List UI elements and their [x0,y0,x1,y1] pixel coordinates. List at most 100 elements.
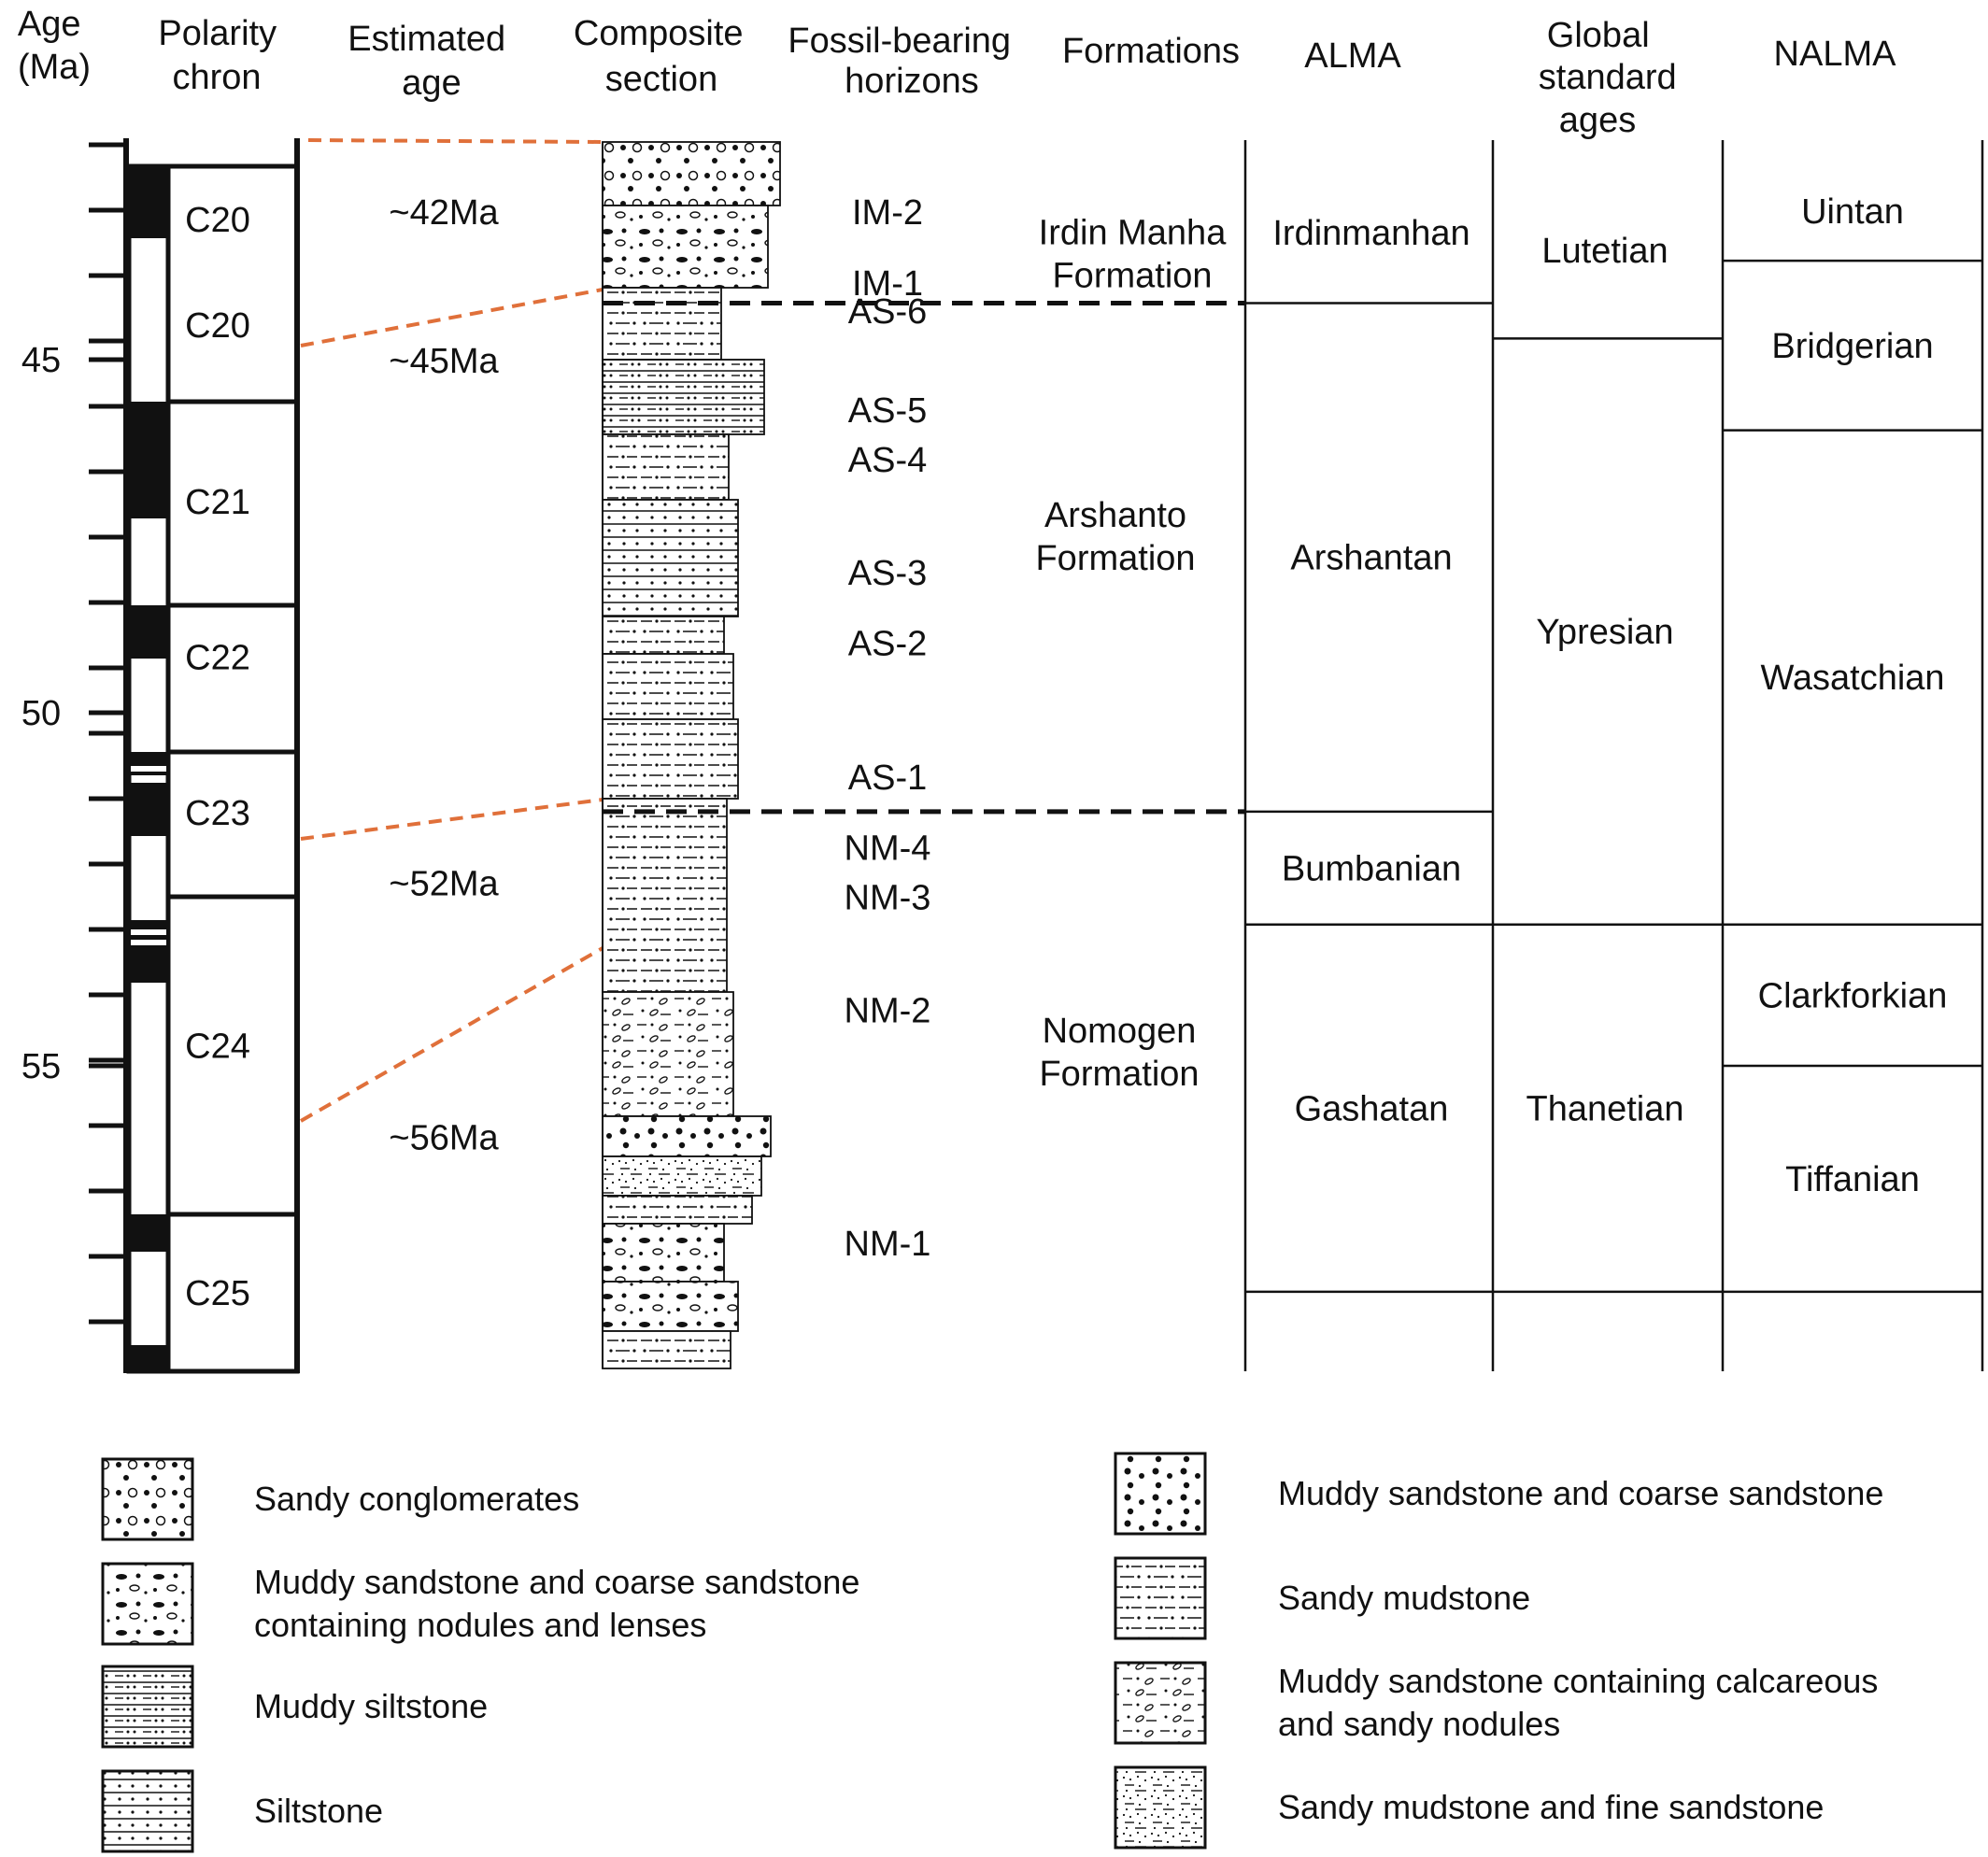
section-bed [602,1195,753,1225]
section-bed [602,287,722,361]
header-composite-section: Composite section [574,14,753,99]
header-line: ALMA [1304,36,1401,76]
reversal-gap [131,766,166,772]
correlation-line [307,138,604,144]
header-polarity-chron: Polarity chron [158,14,286,97]
nalma-label: Clarkforkian [1758,976,1948,1015]
header-line: Age [18,5,81,44]
formations-column: Irdin ManhaFormationArshantoFormationNom… [1035,214,1227,1094]
fossil-horizon-label: AS-3 [848,554,927,593]
correlation-line [300,798,604,841]
section-bed [602,991,734,1117]
legend-label: Muddy sandstone and coarse sandstone [254,1563,859,1601]
correlation-line [300,946,604,1123]
column-headers: Age (Ma) Polarity chron Estimated age Co… [18,5,1896,140]
formation-label: Formation [1039,1055,1199,1094]
normal-polarity-interval [131,166,166,238]
header-line: section [605,60,717,99]
fossil-horizon-label: AS-6 [848,292,927,332]
section-bed [602,1223,725,1283]
header-fossil-horizons: Fossil-bearing horizons [788,21,1020,101]
estimated-age-label: ~42Ma [389,193,499,233]
nalma-label: Uintan [1801,192,1904,232]
section-bed [602,1155,762,1197]
nalma-label: Tiffanian [1785,1160,1920,1199]
correlation-line [300,288,604,347]
chron-label: C21 [185,483,250,522]
fossil-horizon-label: NM-2 [845,992,931,1031]
section-bed [602,499,739,617]
chron-label: C20 [185,306,250,346]
legend-swatch [101,1769,194,1853]
age-tick-label: 55 [21,1047,61,1086]
nalma-label: Bridgerian [1771,327,1933,366]
legend-label: Muddy sandstone and coarse sandstone [1278,1474,1883,1512]
legend-swatch [101,1562,194,1646]
composite-section-column [602,141,781,1369]
alma-label: Gashatan [1295,1089,1449,1128]
alma-label: Bumbanian [1282,849,1461,888]
estimated-age-label: ~56Ma [389,1119,499,1158]
legend-swatch [101,1665,194,1749]
normal-polarity-interval [131,402,166,518]
reversal-gap [131,940,166,945]
normal-polarity-interval [131,605,166,659]
alma-label: Arshantan [1290,539,1452,578]
age-tick-label: 45 [21,341,61,380]
normal-polarity-interval [131,1214,166,1252]
alma-label: Irdinmanhan [1272,214,1470,253]
normal-polarity-interval [131,783,166,836]
section-bed [602,653,734,720]
chron-label: C25 [185,1274,250,1313]
global_ages-label: Lutetian [1541,232,1668,271]
header-global-standard-ages: Global standard ages [1539,16,1686,140]
global_ages-label: Thanetian [1526,1089,1683,1128]
section-bed [602,1330,731,1369]
section-bed [602,616,725,655]
legend-swatch [1114,1452,1207,1536]
header-line: Polarity [158,14,277,53]
header-line: (Ma) [18,48,91,87]
legend-label: containing nodules and lenses [254,1606,706,1644]
formation-label: Nomogen [1043,1012,1197,1051]
legend-label: Muddy siltstone [254,1687,488,1725]
chron-label: C22 [185,639,250,678]
polarity-frame [165,163,300,1374]
section-bed [602,718,739,800]
header-line: horizons [845,62,979,101]
chron-label: C20 [185,201,250,240]
chron-label: C23 [185,794,250,833]
legend-swatch [1114,1661,1207,1745]
legend-label: Sandy mudstone and fine sandstone [1278,1788,1824,1826]
estimated-age-label: ~45Ma [389,342,499,381]
fossil-horizon-label: IM-2 [852,193,923,233]
age-axis: 45 50 55 [21,138,129,1373]
legend-label: Siltstone [254,1792,383,1830]
age-tick-label: 50 [21,694,61,733]
formation-label: Formation [1052,257,1212,296]
header-formations: Formations [1062,32,1240,71]
header-line: ages [1559,101,1636,140]
header-line: chron [172,58,261,97]
fossil-horizon-label: AS-2 [848,624,927,663]
header-line: Formations [1062,32,1240,71]
legend-label: Sandy conglomerates [254,1480,579,1518]
fossil-horizons-column: IM-2IM-1AS-6AS-5AS-4AS-3AS-2AS-1NM-4NM-3… [845,193,931,1264]
legend-swatch [101,1457,194,1541]
header-line: NALMA [1774,35,1897,74]
header-nalma: NALMA [1774,35,1897,74]
header-estimated-age: Estimated age [348,20,516,103]
header-line: Composite [574,14,744,53]
legend-label: Muddy sandstone containing calcareous [1278,1662,1878,1700]
fossil-horizon-label: NM-1 [845,1225,931,1264]
legend-label: Sandy mudstone [1278,1579,1530,1617]
header-line: standard [1539,58,1677,97]
estimated-age-column: ~42Ma~45Ma~52Ma~56Ma [300,138,604,1158]
fossil-horizon-label: NM-3 [845,879,931,918]
section-bed [602,1281,739,1332]
section-bed [602,1115,772,1157]
